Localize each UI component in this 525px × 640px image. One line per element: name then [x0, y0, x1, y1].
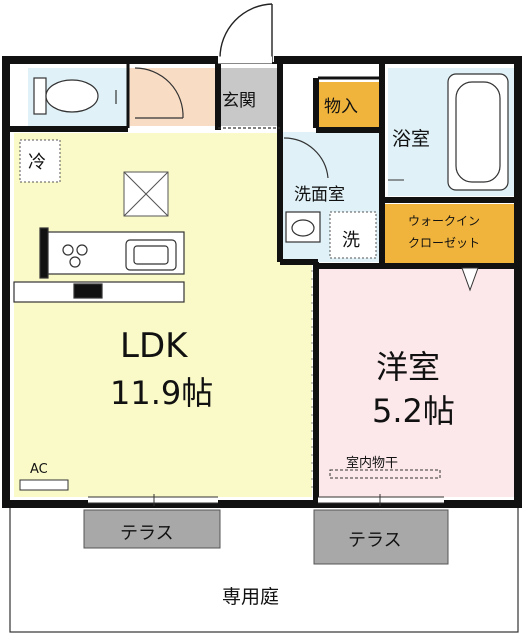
- western-room-fill: [315, 268, 515, 497]
- fridge-label: 冷: [28, 152, 46, 173]
- closet-label-2: クローゼット: [408, 236, 481, 250]
- fridge-box: [19, 139, 61, 183]
- washer-label: 洗: [342, 230, 360, 251]
- aircon-label: AC: [30, 462, 48, 477]
- entrance-door: [218, 3, 274, 64]
- washroom-label: 洗面室: [294, 185, 345, 205]
- western-size: 5.2帖: [372, 392, 455, 430]
- storage-fill: [318, 82, 380, 128]
- ldk-name: LDK: [120, 326, 188, 366]
- wash-basin: [285, 211, 321, 243]
- toilet-door-swing: [134, 67, 184, 119]
- closet-label-1: ウォークイン: [408, 214, 481, 228]
- terrace-right-label: テラス: [348, 530, 402, 551]
- interior-walls: [10, 64, 514, 500]
- aircon-unit: [19, 479, 69, 491]
- drying-label: 室内物干: [346, 456, 399, 471]
- terrace-right: [313, 509, 449, 565]
- toilet-hall-fill: [128, 68, 218, 126]
- washroom-door-swing: [283, 137, 329, 179]
- bathtub: [447, 73, 509, 191]
- genkan-label: 玄関: [222, 91, 256, 111]
- ldk-size: 11.9帖: [110, 374, 214, 412]
- terrace-left-label: テラス: [120, 523, 174, 544]
- terrace-left: [83, 509, 221, 549]
- kitchen-counter: [13, 227, 185, 303]
- western-name: 洋室: [376, 348, 441, 386]
- washer-box: [329, 211, 377, 259]
- toilet-fixture: [33, 77, 117, 115]
- bath-label: 浴室: [392, 128, 431, 150]
- closet-fill: [382, 204, 514, 264]
- storage-label: 物入: [324, 97, 358, 117]
- genkan-fill: [218, 68, 278, 126]
- garden-label: 専用庭: [222, 586, 280, 608]
- drying-rail: [329, 469, 441, 479]
- vent-box: [123, 171, 169, 217]
